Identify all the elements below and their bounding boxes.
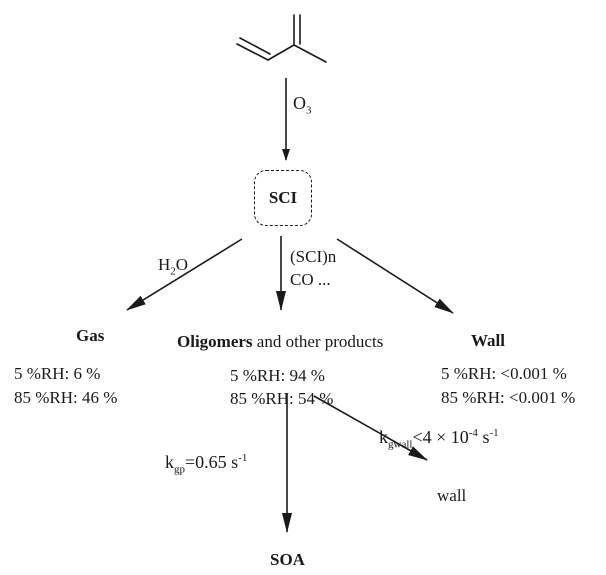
bond-c1-c2-double xyxy=(239,37,271,55)
kgp-label: kgp=0.65 s-1 xyxy=(165,452,248,476)
oligomers-title: Oligomers and other products xyxy=(177,332,384,351)
wall-rh-high: 85 %RH: <0.001 % xyxy=(441,388,576,407)
wall-rh-low: 5 %RH: <0.001 % xyxy=(441,364,567,383)
arrow-oligomers-to-wall xyxy=(313,395,428,461)
sci-node: SCI xyxy=(254,170,312,226)
wall-endpoint-label: wall xyxy=(437,486,467,505)
soa-label: SOA xyxy=(270,550,305,569)
gas-rh-high: 85 %RH: 46 % xyxy=(14,388,118,407)
sci-label: SCI xyxy=(268,188,298,207)
co-label: CO ... xyxy=(290,270,331,289)
arrow-sci-to-wall xyxy=(336,238,454,314)
bond-c1-c2 xyxy=(236,43,269,61)
wall-title: Wall xyxy=(471,331,506,350)
oligomers-rh-low: 5 %RH: 94 % xyxy=(230,366,325,385)
reagent-label: O3 xyxy=(293,93,312,117)
arrow-sci-to-gas xyxy=(126,238,243,311)
bond-c3-methyl xyxy=(293,44,327,63)
bond-c2-c3 xyxy=(267,44,295,61)
kgwall-label: kgwall<4 × 10-4 s-1 xyxy=(379,427,499,451)
oligomers-rh-high: 85 %RH: 54 % xyxy=(230,389,334,408)
isoprene-structure xyxy=(236,14,327,63)
sci-oligomer-label: (SCI)n xyxy=(290,247,337,266)
gas-title: Gas xyxy=(76,326,105,345)
water-pathway-label: H2O xyxy=(158,255,189,278)
gas-rh-low: 5 %RH: 6 % xyxy=(14,364,101,383)
